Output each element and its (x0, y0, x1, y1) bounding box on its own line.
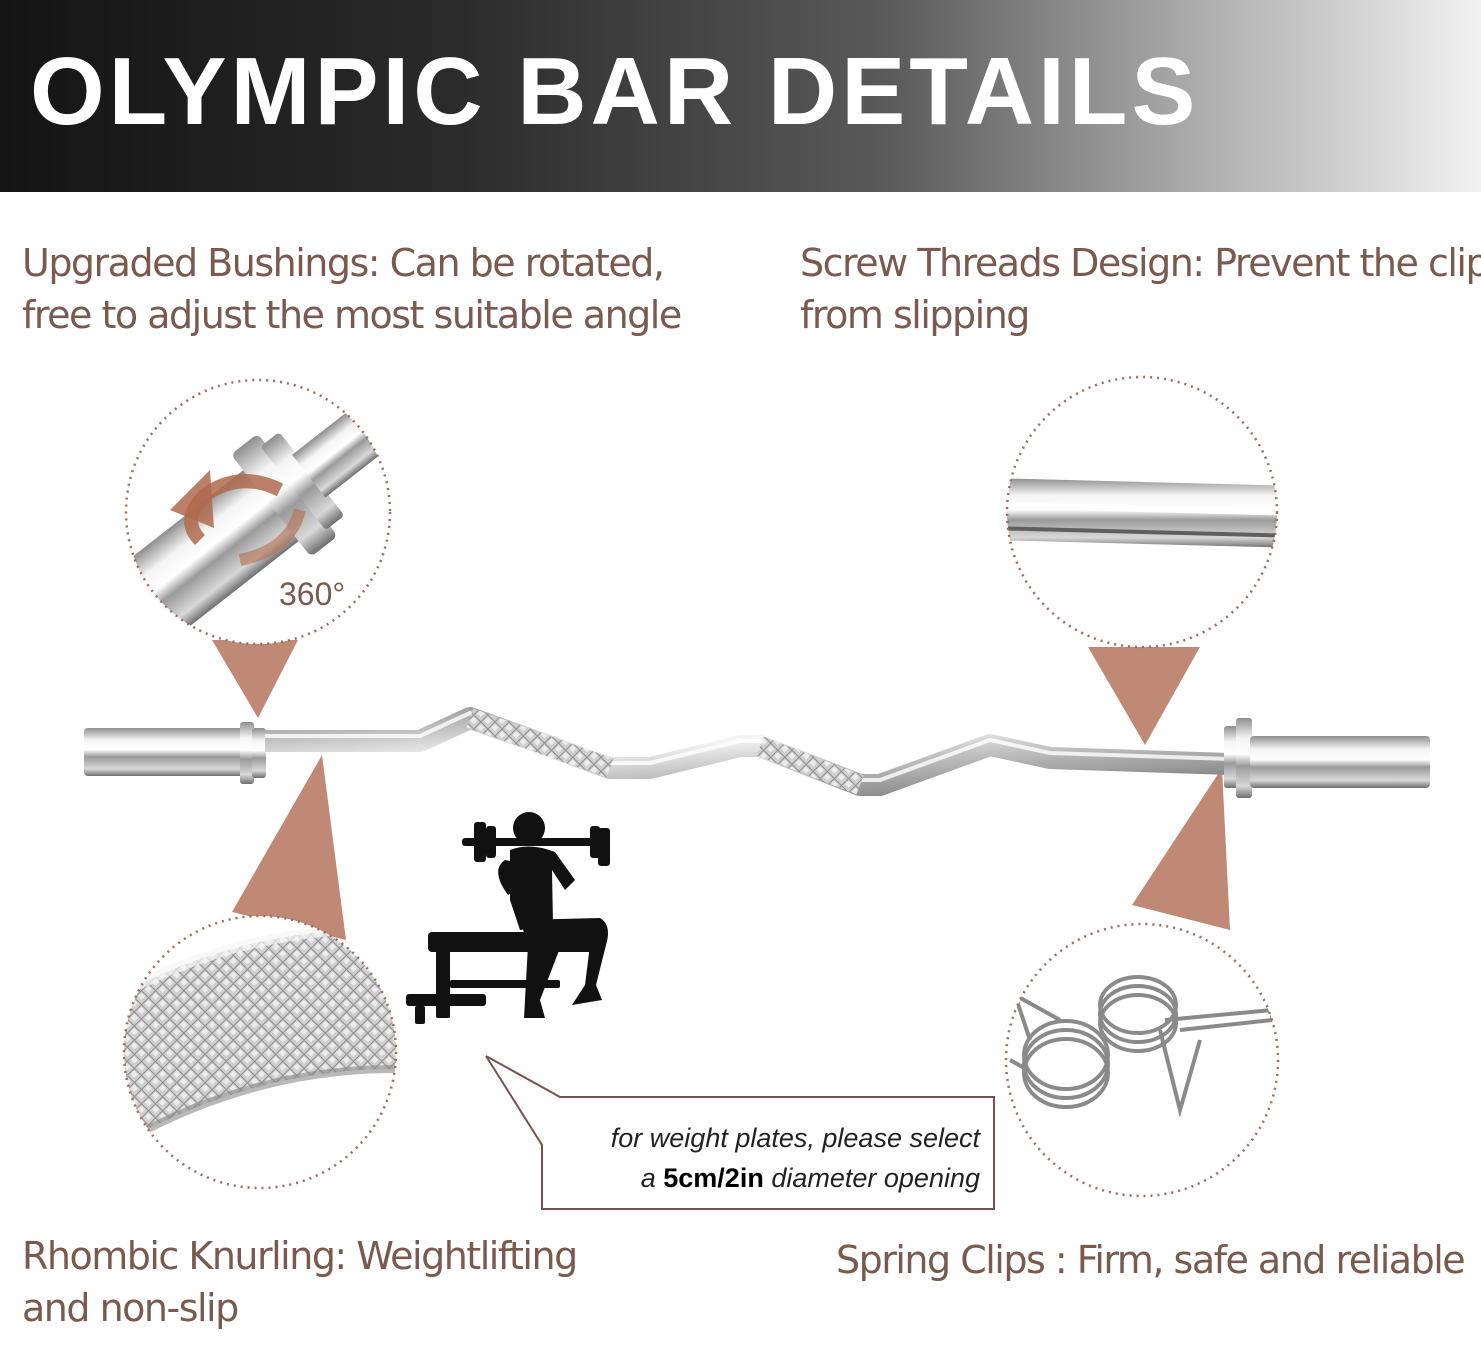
page-title: OLYMPIC BAR DETAILS (30, 38, 1200, 145)
note-callout-frame (485, 1055, 995, 1210)
note-line2: a 5cm/2in diameter opening (641, 1163, 980, 1194)
caption-threads-line2: from slipping (800, 293, 1030, 337)
note-line1: for weight plates, please select (610, 1123, 980, 1153)
pointer-threads (1088, 647, 1200, 745)
caption-knurling-line1: Rhombic Knurling: Weightlifting (22, 1234, 578, 1278)
detail-circle-bushings (124, 378, 392, 646)
note-line2-size: 5cm/2in (663, 1163, 764, 1193)
pointer-knurling (232, 755, 346, 940)
note-line2-suffix: diameter opening (771, 1163, 980, 1193)
note-line2-prefix: a (640, 1163, 656, 1193)
caption-threads: Screw Threads Design: Prevent the clip f… (800, 237, 1481, 341)
caption-knurling-line2: and non-slip (22, 1286, 239, 1330)
caption-bushings-line1: Upgraded Bushings: Can be rotated, (22, 241, 665, 285)
detail-circle-knurling (122, 914, 398, 1190)
person-on-bench-icon (406, 812, 610, 1024)
caption-bushings: Upgraded Bushings: Can be rotated, free … (22, 237, 682, 341)
rotation-label: 360° (279, 576, 346, 612)
caption-knurling: Rhombic Knurling: Weightlifting and non-… (22, 1230, 642, 1334)
pointer-bushings (212, 640, 298, 718)
plate-size-note: for weight plates, please select a 5cm/2… (542, 1097, 994, 1209)
caption-clips-line1: Spring Clips : Firm, safe and reliable (836, 1238, 1466, 1282)
caption-threads-line1: Screw Threads Design: Prevent the clip (800, 241, 1481, 285)
pointer-clips (1132, 768, 1230, 930)
detail-circle-threads (1005, 375, 1279, 649)
ez-curl-bar (84, 707, 1430, 798)
caption-bushings-line2: free to adjust the most suitable angle (22, 293, 682, 337)
detail-circle-clips (1004, 922, 1280, 1198)
caption-clips: Spring Clips : Firm, safe and reliable (836, 1234, 1481, 1286)
header-banner: OLYMPIC BAR DETAILS (0, 0, 1481, 192)
